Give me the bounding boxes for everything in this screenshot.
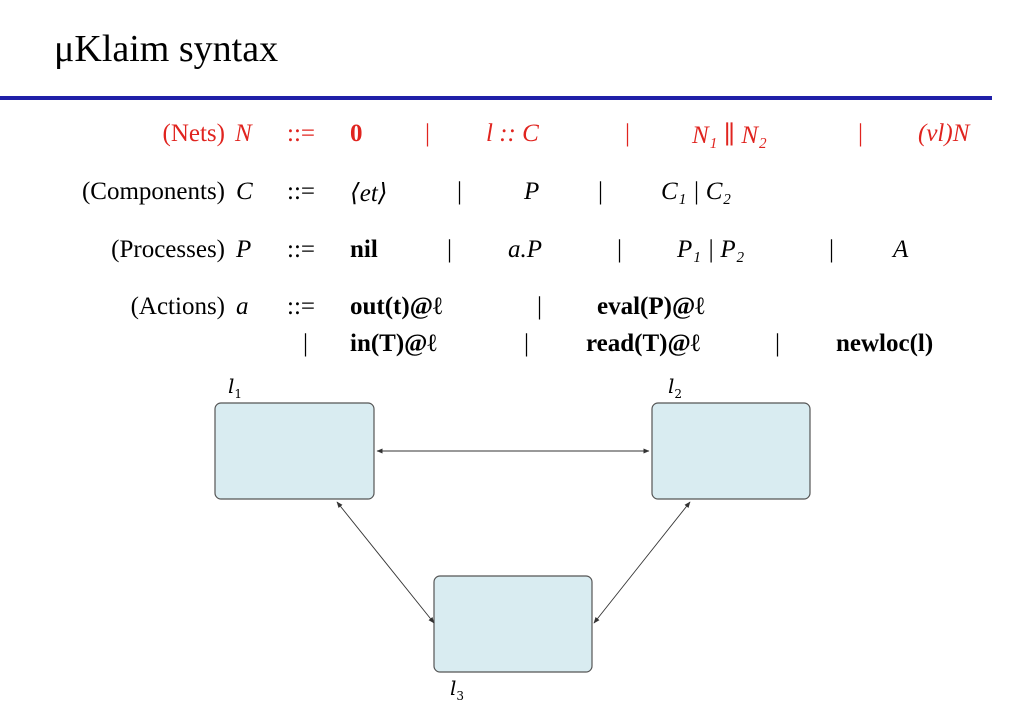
edge-l1-l3 xyxy=(336,501,435,624)
def-components: ::= xyxy=(287,178,315,205)
alt-actions-in: in(T)@ℓ xyxy=(350,330,437,357)
sep-processes-1: | xyxy=(447,236,453,263)
def-processes: ::= xyxy=(287,236,315,263)
alt-components-2: P xyxy=(524,178,540,205)
sep-nets-5: | xyxy=(858,120,864,147)
sep-actions-2: | xyxy=(303,330,309,357)
sep-processes-5: | xyxy=(829,236,835,263)
alt-nets-0: 0 xyxy=(350,120,363,147)
category-processes: (Processes) xyxy=(111,236,225,263)
alt-nets-6: (νl)N xyxy=(918,120,970,147)
sep-processes-3: | xyxy=(617,236,623,263)
title-rule xyxy=(0,96,992,100)
symbol-actions: a xyxy=(236,293,249,320)
alt-processes-4: P₁ | P₂ xyxy=(677,236,745,263)
alt-nets-2: l :: C xyxy=(486,120,539,147)
node-l3 xyxy=(433,575,593,673)
symbol-components: C xyxy=(236,178,253,205)
category-nets: (Nets) xyxy=(162,120,225,147)
sep-actions-1: | xyxy=(537,293,543,320)
def-nets: ::= xyxy=(287,120,315,147)
alt-processes-6: A xyxy=(893,236,909,263)
sep-actions-4: | xyxy=(775,330,781,357)
grammar-row-components: (Components) C ::= ⟨et⟩ | P | C₁ | C₂ xyxy=(0,178,1024,208)
sep-nets-3: | xyxy=(625,120,631,147)
sep-components-1: | xyxy=(457,178,463,205)
sep-nets-1: | xyxy=(425,120,431,147)
grammar-row-actions: (Actions) a ::= out(t)@ℓ | eval(P)@ℓ xyxy=(0,293,1024,323)
grammar-row-processes: (Processes) P ::= nil | a.P | P₁ | P₂ | … xyxy=(0,236,1024,266)
edge-l2-l3 xyxy=(593,501,691,624)
alt-processes-0: nil xyxy=(350,236,378,263)
category-actions: (Actions) xyxy=(130,293,225,320)
label-l1: l1 xyxy=(228,374,243,401)
grammar-row-nets: (Nets) N ::= 0 | l :: C | N₁ ∥ N₂ | (νl)… xyxy=(0,120,1024,150)
alt-nets-4: N₁ ∥ N₂ xyxy=(692,122,767,149)
node-l2 xyxy=(651,402,811,500)
alt-actions-eval: eval(P)@ℓ xyxy=(597,293,705,320)
node-l1 xyxy=(214,402,375,500)
sep-actions-3: | xyxy=(524,330,530,357)
alt-components-0: ⟨et⟩ xyxy=(350,180,388,207)
category-components: (Components) xyxy=(81,178,225,205)
label-l2: l2 xyxy=(668,374,683,401)
slide-title: μKlaim syntax xyxy=(54,28,279,70)
alt-actions-newloc: newloc(l) xyxy=(836,330,934,357)
alt-components-4: C₁ | C₂ xyxy=(661,178,732,205)
symbol-processes: P xyxy=(236,236,252,263)
symbol-nets: N xyxy=(235,120,252,147)
alt-actions-out: out(t)@ℓ xyxy=(350,293,443,320)
def-actions: ::= xyxy=(287,293,315,320)
grammar-row-actions-continued: | in(T)@ℓ | read(T)@ℓ | newloc(l) xyxy=(0,330,1024,360)
alt-actions-read: read(T)@ℓ xyxy=(586,330,701,357)
sep-components-3: | xyxy=(598,178,604,205)
alt-processes-2: a.P xyxy=(508,236,543,263)
label-l3: l3 xyxy=(450,676,465,703)
